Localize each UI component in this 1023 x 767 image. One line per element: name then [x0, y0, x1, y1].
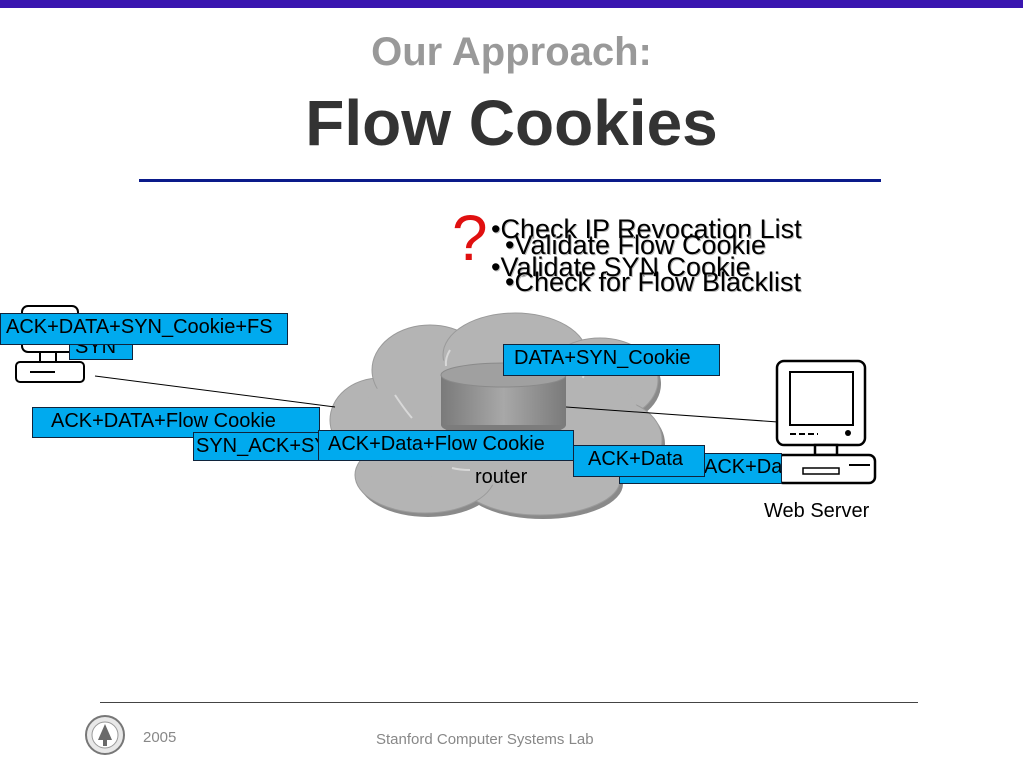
- web-server-label: Web Server: [764, 500, 870, 522]
- footer-divider: [100, 702, 918, 703]
- question-mark: ?: [452, 202, 488, 274]
- server-link: [565, 406, 779, 423]
- message-label: ACK+DATA+SYN_Cookie+FS: [0, 313, 288, 345]
- message-label: ACK+DATA+Flow Cookie: [32, 407, 320, 438]
- title-divider: [139, 179, 881, 182]
- message-label: ACK+Data+Flow Cookie: [318, 430, 574, 461]
- message-label: DATA+SYN_Cookie: [503, 344, 720, 376]
- slide-subtitle: Our Approach:: [371, 30, 652, 74]
- slide-title: Flow Cookies: [305, 87, 718, 159]
- footer-year: 2005: [143, 729, 177, 746]
- web-server-icon: [775, 359, 877, 485]
- footer-lab: Stanford Computer Systems Lab: [376, 731, 594, 748]
- check-bullet: •Check IP Revocation List: [491, 214, 802, 244]
- message-label: SYN_ACK+SYN_Cookie: [193, 432, 333, 461]
- client-link: [94, 375, 336, 408]
- top-accent-bar: [0, 0, 1023, 8]
- router-label: router: [475, 466, 528, 488]
- check-bullet: •Check for Flow Blacklist: [505, 267, 802, 297]
- message-label: ACK+Data: [573, 445, 705, 477]
- check-bullet: •Validate SYN Cookie: [491, 252, 751, 282]
- check-bullet: •Validate Flow Cookie: [505, 230, 767, 260]
